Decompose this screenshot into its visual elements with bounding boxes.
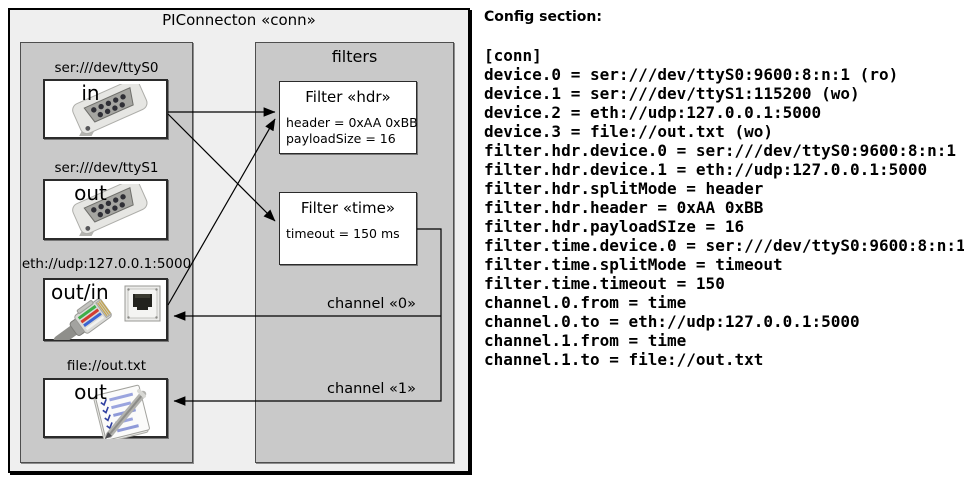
ethernet-plug-icon	[53, 298, 112, 340]
device-uri-eth: eth://udp:127.0.0.1:5000	[21, 256, 192, 272]
config-line: device.2 = eth://udp:127.0.0.1:5000	[484, 103, 822, 122]
config-line: filter.time.device.0 = ser:///dev/ttyS0:…	[484, 236, 964, 255]
config-line: filter.time.timeout = 150	[484, 274, 725, 293]
device-role-label: out	[74, 380, 107, 404]
config-line: filter.hdr.splitMode = header	[484, 179, 764, 198]
filter-time-box: Filter «time» timeout = 150 ms	[279, 192, 417, 265]
config-line: filter.hdr.payloadSIze = 16	[484, 217, 745, 236]
filter-hdr-prop-header: header = 0xAA 0xBB	[286, 115, 418, 130]
config-line: filter.time.splitMode = timeout	[484, 255, 783, 274]
device-box-ttys1: out	[43, 179, 168, 240]
device-role-label: out/in	[51, 280, 109, 304]
config-line: channel.0.to = eth://udp:127.0.0.1:5000	[484, 312, 860, 331]
config-line: filter.hdr.header = 0xAA 0xBB	[484, 198, 764, 217]
config-line: channel.1.from = time	[484, 331, 687, 350]
device-uri-ttys1: ser:///dev/ttyS1	[54, 160, 159, 176]
config-line: device.0 = ser:///dev/ttyS0:9600:8:n:1 (…	[484, 65, 899, 84]
device-role-label: in	[81, 81, 100, 105]
filter-hdr-box: Filter «hdr» header = 0xAA 0xBB payloadS…	[279, 81, 418, 154]
serial-connector-icon	[72, 84, 148, 136]
device-uri-file: file://out.txt	[66, 358, 147, 374]
filters-panel-label: filters	[331, 47, 378, 66]
device-box-eth: out/in	[43, 278, 168, 341]
config-line: channel.0.from = time	[484, 293, 687, 312]
filter-hdr-prop-payloadsize: payloadSize = 16	[286, 131, 396, 146]
config-line: filter.hdr.device.0 = ser:///dev/ttyS0:9…	[484, 141, 957, 160]
config-line: [conn]	[484, 46, 542, 65]
device-box-file: out	[43, 378, 168, 439]
channel-0-label: channel «0»	[327, 296, 416, 312]
channel-1-label: channel «1»	[327, 381, 416, 397]
config-line: device.1 = ser:///dev/ttyS1:115200 (wo)	[484, 84, 860, 103]
config-line: channel.1.to = file://out.txt	[484, 350, 764, 369]
config-line: device.3 = file://out.txt (wo)	[484, 122, 773, 141]
filter-hdr-title: Filter «hdr»	[305, 88, 391, 106]
serial-connector-icon	[72, 184, 148, 236]
config-line: filter.hdr.device.1 = eth://udp:127.0.0.…	[484, 160, 928, 179]
config-section: Config section: [conn] device.0 = ser://…	[484, 8, 964, 369]
diagram-title: PIConnecton «conn»	[162, 11, 316, 29]
notepad-pen-icon	[93, 384, 150, 439]
filter-time-prop-timeout: timeout = 150 ms	[286, 226, 400, 241]
device-box-ttys0: in	[43, 79, 168, 139]
config-heading: Config section:	[484, 9, 602, 25]
filter-time-title: Filter «time»	[300, 199, 396, 217]
ethernet-jack-icon	[124, 285, 161, 322]
device-role-label: out	[74, 181, 107, 205]
device-uri-ttys0: ser:///dev/ttyS0	[54, 60, 159, 76]
